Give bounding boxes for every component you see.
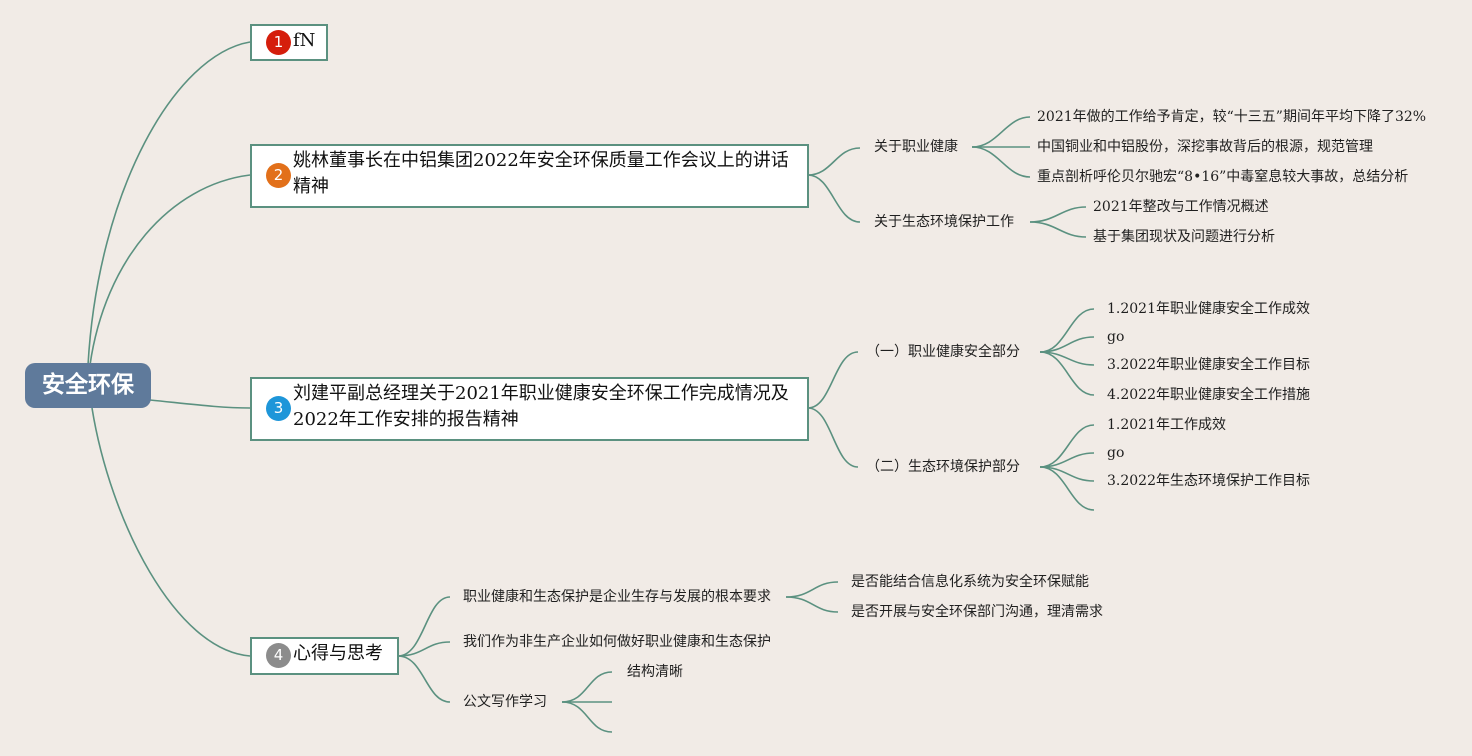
link-root-b2	[89, 174, 251, 366]
link-b2t2-c2	[1029, 221, 1087, 238]
link-b2t1-c1	[971, 116, 1031, 148]
branch-4-number-badge: 4	[266, 643, 291, 668]
root-topic-label: 安全环保	[42, 372, 134, 398]
link-b4t1-c2	[785, 596, 839, 613]
link-b3-t1	[807, 351, 859, 409]
subtopic-b2-t1-c1[interactable]: 2021年做的工作给予肯定，较“十三五”期间年平均下降了32%	[1037, 109, 1427, 125]
link-b4t3-c1	[561, 671, 613, 703]
subtopic-document-writing[interactable]: 公文写作学习	[463, 694, 547, 710]
branch-4-topic[interactable]: 4 心得与思考	[250, 637, 399, 675]
branch-2-title: 姚林董事长在中铝集团2022年安全环保质量工作会议上的讲话精神	[293, 150, 789, 197]
link-b4-t1	[397, 596, 451, 657]
subtopic-b2-t2-c1[interactable]: 2021年整改与工作情况概述	[1093, 199, 1269, 215]
branch-1-number-badge: 1	[266, 29, 291, 55]
subtopic-b3-t2-c2[interactable]: go	[1107, 445, 1125, 461]
branch-3-number-badge: 3	[266, 396, 291, 421]
link-root-b4	[91, 407, 251, 657]
subtopic-ohs-part[interactable]: （一）职业健康安全部分	[866, 344, 1020, 360]
link-root-b1	[87, 41, 251, 366]
link-b3-t2	[807, 407, 859, 468]
link-b4-t3	[397, 655, 451, 703]
subtopic-occupational-health[interactable]: 关于职业健康	[874, 139, 958, 155]
subtopic-eco-part[interactable]: （二）生态环境保护部分	[866, 459, 1020, 475]
subtopic-b2-t1-c3[interactable]: 重点剖析呼伦贝尔驰宏“8•16”中毒窒息较大事故，总结分析	[1037, 169, 1409, 185]
subtopic-b4-t1-c1[interactable]: 是否能结合信息化系统为安全环保赋能	[851, 574, 1089, 590]
subtopic-b3-t2-c3[interactable]: 3.2022年生态环境保护工作目标	[1107, 473, 1310, 489]
subtopic-b4-t3-c1[interactable]: 结构清晰	[627, 664, 683, 680]
subtopic-b3-t1-c3[interactable]: 3.2022年职业健康安全工作目标	[1107, 357, 1310, 373]
subtopic-b4-t1-c2[interactable]: 是否开展与安全环保部门沟通，理清需求	[851, 604, 1103, 620]
branch-3-topic[interactable]: 3 刘建平副总经理关于2021年职业健康安全环保工作完成情况及2022年工作安排…	[250, 377, 809, 441]
branch-1-topic[interactable]: 1 fN	[250, 24, 328, 61]
subtopic-b2-t1-c2[interactable]: 中国铜业和中铝股份，深挖事故背后的根源，规范管理	[1037, 139, 1373, 155]
branch-1-title: fN	[293, 30, 316, 51]
subtopic-b3-t2-c1[interactable]: 1.2021年工作成效	[1107, 417, 1226, 433]
link-b3t2-c4	[1039, 466, 1095, 511]
branch-4-title: 心得与思考	[293, 643, 383, 664]
link-b2t1-c3	[971, 146, 1031, 178]
subtopic-b3-t1-c1[interactable]: 1.2021年职业健康安全工作成效	[1107, 301, 1310, 317]
subtopic-b2-t2-c2[interactable]: 基于集团现状及问题进行分析	[1093, 229, 1275, 245]
link-b4-t2	[397, 641, 451, 657]
link-b4t1-c1	[785, 581, 839, 598]
link-root-b3	[149, 399, 251, 409]
link-b2t2-c1	[1029, 206, 1087, 223]
link-b4t3-c3	[561, 701, 613, 733]
branch-3-title: 刘建平副总经理关于2021年职业健康安全环保工作完成情况及2022年工作安排的报…	[293, 383, 789, 430]
link-b2-t2	[807, 174, 861, 223]
subtopic-eco-protection[interactable]: 关于生态环境保护工作	[874, 214, 1014, 230]
branch-2-topic[interactable]: 2 姚林董事长在中铝集团2022年安全环保质量工作会议上的讲话精神	[250, 144, 809, 208]
subtopic-b3-t1-c2[interactable]: go	[1107, 329, 1125, 345]
subtopic-non-production[interactable]: 我们作为非生产企业如何做好职业健康和生态保护	[463, 634, 771, 650]
link-b2-t1	[807, 147, 861, 176]
subtopic-b3-t1-c4[interactable]: 4.2022年职业健康安全工作措施	[1107, 387, 1310, 403]
subtopic-fundamental-requirement[interactable]: 职业健康和生态保护是企业生存与发展的根本要求	[463, 589, 771, 605]
link-b3t1-c4	[1039, 351, 1095, 396]
branch-2-number-badge: 2	[266, 163, 291, 188]
root-topic[interactable]: 安全环保	[25, 363, 151, 408]
